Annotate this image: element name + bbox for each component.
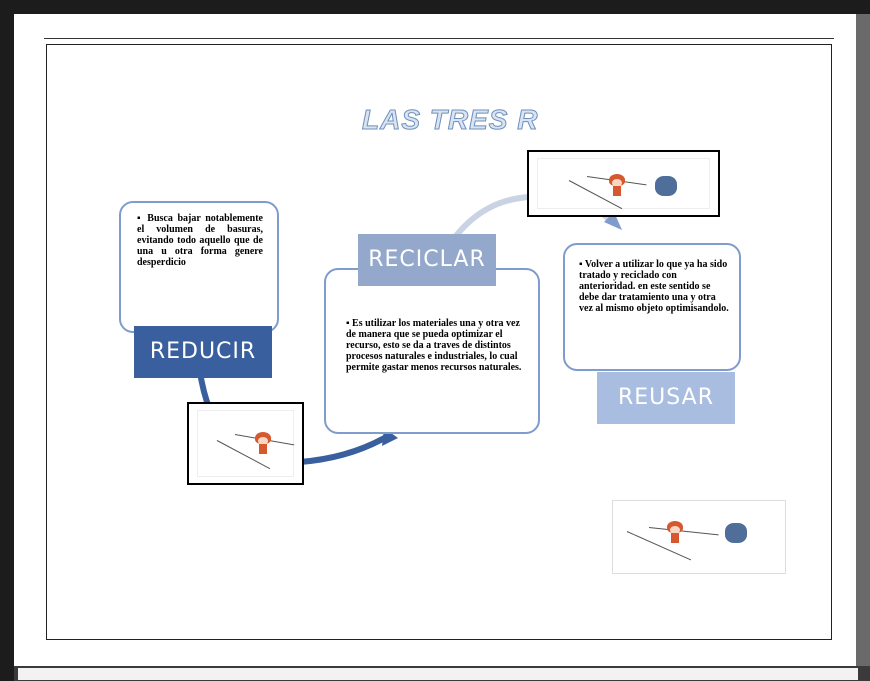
clipart-thumbnail xyxy=(187,402,304,485)
reusar-description-box: ▪ Volver a utilizar lo que ya ha sido tr… xyxy=(563,243,741,371)
window-edge xyxy=(856,14,870,666)
page-title: LAS TRES R xyxy=(361,104,539,136)
reciclar-description: ▪ Es utilizar los materiales una y otra … xyxy=(346,318,522,373)
status-strip xyxy=(18,668,858,680)
reducir-description: ▪ Busca bajar notablemente el volumen de… xyxy=(137,213,263,268)
slide-canvas xyxy=(14,14,856,666)
reusar-label: REUSAR xyxy=(597,372,735,424)
slide-frame xyxy=(46,44,832,640)
reducir-description-box: ▪ Busca bajar notablemente el volumen de… xyxy=(119,201,279,333)
clipart-thumbnail xyxy=(612,500,786,574)
arrowhead-2 xyxy=(604,212,622,230)
reusar-description: ▪ Volver a utilizar lo que ya ha sido tr… xyxy=(579,259,729,314)
clipart-thumbnail xyxy=(527,150,720,217)
header-rule xyxy=(44,38,834,39)
reciclar-description-box: ▪ Es utilizar los materiales una y otra … xyxy=(324,268,540,434)
reducir-label: REDUCIR xyxy=(134,326,272,378)
reciclar-label: RECICLAR xyxy=(358,234,496,286)
